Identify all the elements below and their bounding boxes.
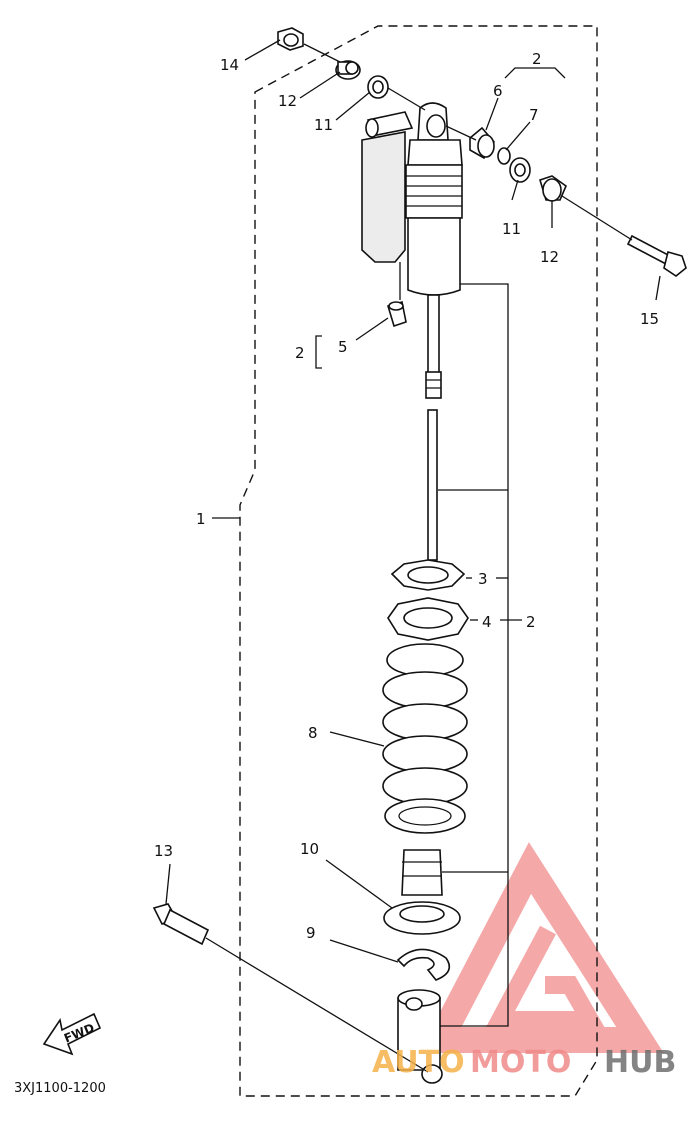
watermark-logo — [418, 842, 664, 1053]
callout-12-left: 12 — [278, 92, 297, 110]
part-6-bushing — [469, 126, 495, 160]
callout-10: 10 — [300, 840, 319, 858]
watermark-moto: MOTO — [470, 1045, 571, 1080]
callout-11-right: 11 — [502, 220, 521, 238]
part-3-locknut — [390, 559, 466, 591]
part-14-nut — [277, 27, 304, 51]
watermark-triangle — [418, 842, 664, 1053]
callout-6: 6 — [493, 82, 503, 100]
callout-11-left: 11 — [314, 116, 333, 134]
part-13-bolt — [152, 903, 210, 946]
callout-1: 1 — [196, 510, 206, 528]
fwd-arrow-icon: FWD — [42, 1012, 102, 1056]
watermark-hub: HUB — [604, 1045, 676, 1080]
callout-3: 3 — [478, 570, 488, 588]
callout-5: 5 — [338, 338, 348, 356]
part-9-stopper-ring — [396, 948, 451, 981]
lower-clevis — [397, 989, 443, 1084]
watermark-text: AUTO MOTO HUB — [372, 1045, 676, 1080]
leader-lines — [165, 39, 661, 1073]
callout-labels: 14 12 11 2 6 7 11 12 15 2 5 1 3 4 2 8 13… — [154, 50, 659, 942]
callout-7: 7 — [529, 106, 539, 124]
callout-13: 13 — [154, 842, 173, 860]
part-8-spring — [382, 643, 468, 834]
callout-14: 14 — [220, 56, 239, 74]
part-11-seal-right — [509, 157, 531, 183]
part-12-collar-left — [335, 60, 361, 80]
diagram-code: 3XJ1100-1200 — [14, 1081, 106, 1096]
callout-2-top: 2 — [532, 50, 542, 68]
callout-9: 9 — [306, 924, 316, 942]
callout-15: 15 — [640, 310, 659, 328]
callout-8: 8 — [308, 724, 318, 742]
part-7-ring — [497, 147, 511, 165]
callout-12-right: 12 — [540, 248, 559, 266]
part-10-spring-seat — [383, 901, 461, 935]
part-5-cap — [387, 300, 407, 328]
callout-2-left: 2 — [295, 344, 305, 362]
part-12-collar-right — [539, 175, 567, 202]
part-4-adjuster — [387, 597, 469, 641]
callout-2-right: 2 — [526, 613, 536, 631]
part-bump-stop — [401, 849, 443, 896]
assembly-outline — [239, 25, 598, 1097]
watermark-g-mark — [485, 925, 606, 1029]
callout-4: 4 — [482, 613, 492, 631]
part-11-seal-left — [367, 75, 389, 99]
part-15-bolt — [626, 234, 687, 277]
part-1-shock-absorber — [361, 102, 463, 561]
reservoir-body — [361, 131, 406, 263]
watermark-auto: AUTO — [372, 1045, 465, 1080]
